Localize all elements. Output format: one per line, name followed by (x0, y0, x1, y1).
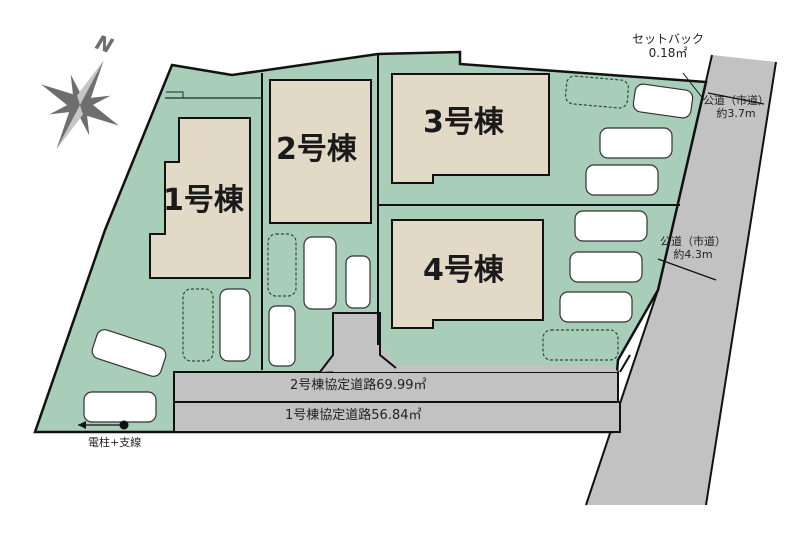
building-3 (391, 73, 550, 184)
building-3-label: 3号棟 (423, 105, 504, 140)
private-road-1-label: 1号棟協定道路56.84㎡ (285, 408, 422, 423)
public-road-east (586, 55, 776, 505)
public-road-north-label: 公道（市道） 約3.7m (703, 94, 769, 120)
building-4-label: 4号棟 (423, 253, 504, 288)
compass-rose-icon (41, 60, 119, 150)
setback-label: セットバック 0.18㎡ (632, 32, 705, 60)
private-road-1 (173, 401, 621, 433)
building-2 (269, 79, 372, 224)
private-road-2 (173, 371, 619, 403)
building-2-label: 2号棟 (276, 132, 357, 167)
utility-pole-label: 電柱+支線 (88, 436, 142, 449)
building-1-label: 1号棟 (163, 183, 244, 218)
building-1 (149, 117, 251, 279)
public-road-east-label: 公道（市道） 約4.3m (660, 235, 726, 261)
building-4 (391, 219, 544, 329)
private-road-2-label: 2号棟協定道路69.99㎡ (290, 378, 427, 393)
